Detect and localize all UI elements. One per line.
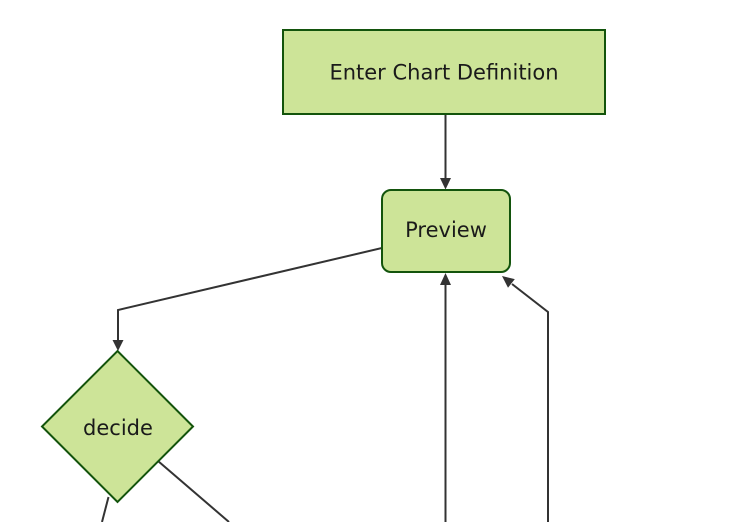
decide-label: decide xyxy=(83,416,153,440)
arrowhead-offscreen-center-to-preview xyxy=(440,273,451,285)
preview-box xyxy=(381,189,511,273)
arrowhead-offscreen-right-to-preview xyxy=(502,276,515,288)
edge-decide-to-offscreen-right xyxy=(157,460,230,522)
node-decide: decide xyxy=(40,349,195,504)
edge-offscreen-right-to-preview xyxy=(511,283,549,522)
enter-chart-definition-box xyxy=(282,29,606,115)
arrowhead-enterdef-to-preview xyxy=(440,178,451,190)
preview-label: Preview xyxy=(405,218,487,242)
edge-layer xyxy=(101,114,549,522)
decide-diamond xyxy=(40,349,195,504)
edge-preview-to-decide xyxy=(117,247,383,340)
node-preview: Preview xyxy=(381,189,511,273)
enter-chart-definition-label: Enter Chart Definition xyxy=(329,61,558,85)
arrowhead-preview-to-decide xyxy=(112,340,124,351)
edge-decide-to-offscreen-left xyxy=(101,496,110,522)
node-enter-chart-definition: Enter Chart Definition xyxy=(282,29,606,115)
